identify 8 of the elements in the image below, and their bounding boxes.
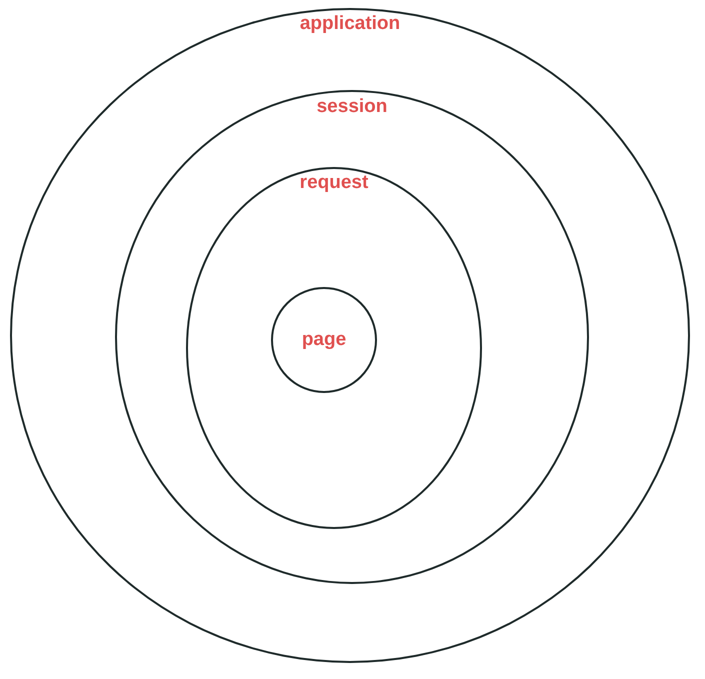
ellipse-boundary: [271, 287, 377, 393]
scope-label: page: [302, 329, 346, 351]
ellipse-boundary: [115, 90, 589, 584]
scope-label: application: [300, 13, 400, 35]
scope-label: session: [316, 96, 388, 118]
ellipse-boundary: [10, 8, 690, 663]
scope-label: request: [300, 172, 368, 194]
ellipse-boundary: [186, 167, 482, 529]
